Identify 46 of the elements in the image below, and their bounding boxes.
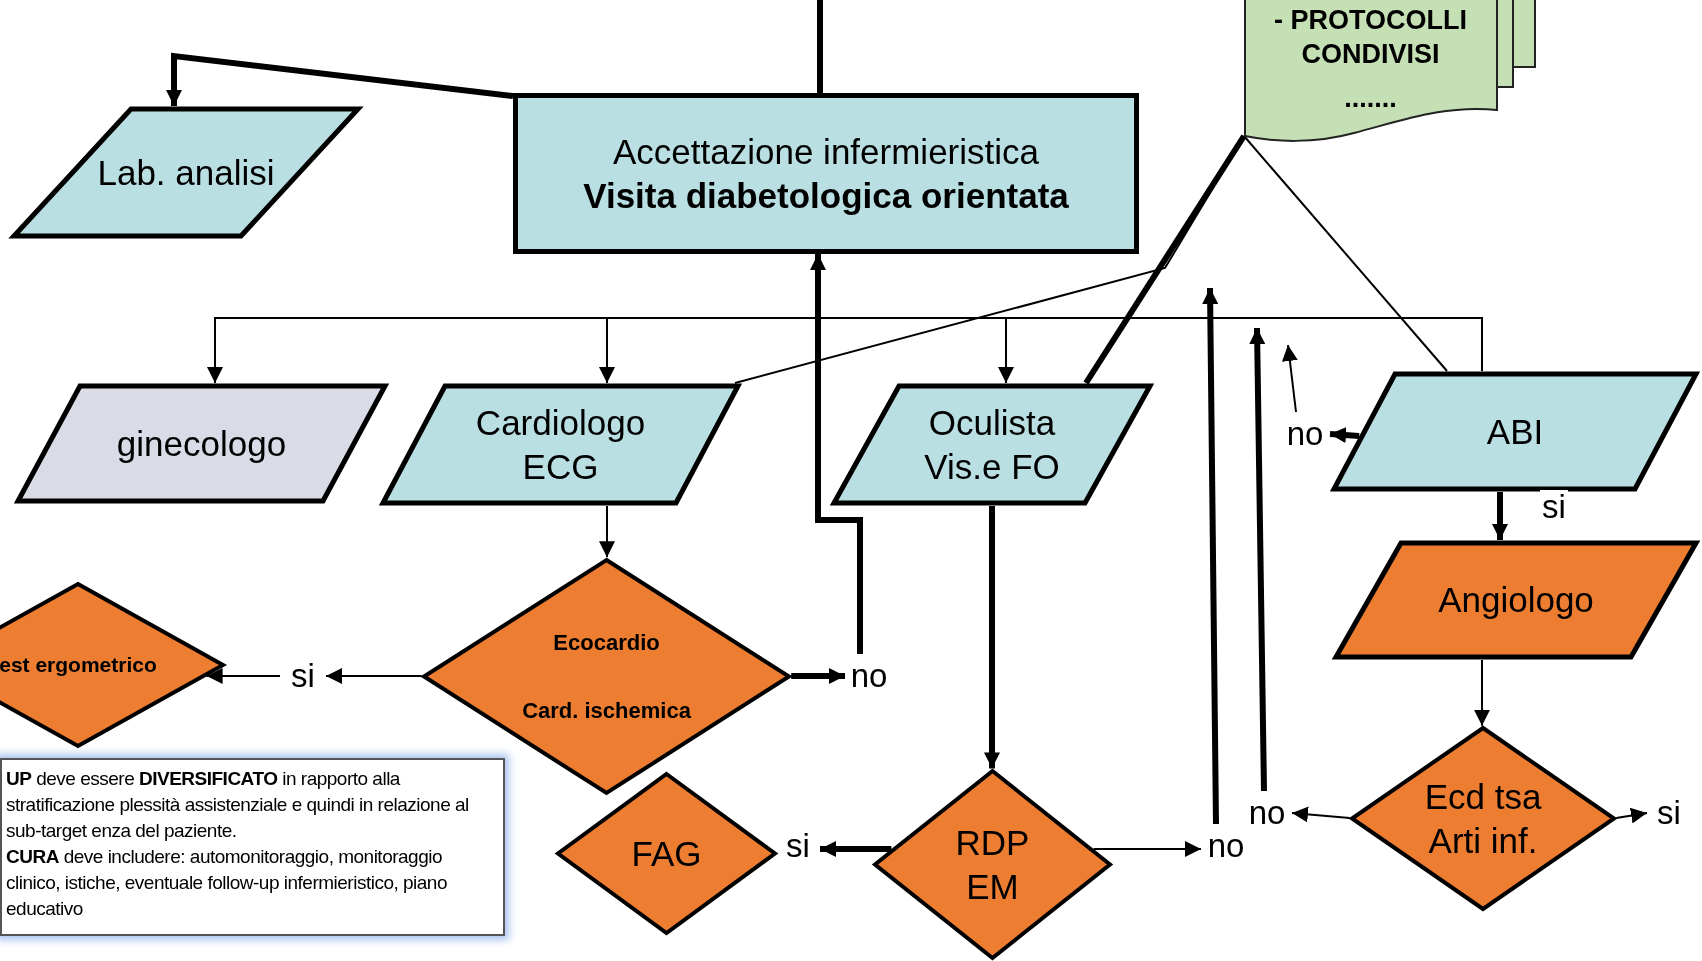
document-text: .......	[1344, 81, 1397, 115]
arrow	[1615, 807, 1648, 824]
connector-line	[1243, 135, 1448, 372]
branch-label: si	[291, 656, 315, 697]
arrow	[325, 668, 423, 684]
step-label: ginecologo	[116, 422, 287, 465]
arrow	[1291, 806, 1351, 823]
decision-label: est ergometrico	[0, 651, 157, 678]
branch-label: no	[850, 656, 888, 697]
arrow	[1281, 344, 1298, 413]
step-label: Cardiologo ECG	[474, 401, 647, 488]
branch-label: no	[1286, 414, 1324, 455]
note-text: CURA deve includere: automonitoraggio, monitoraggio clinico, istiche, eventuale follow-up infermieristico, piano educativo	[6, 845, 448, 922]
arrow	[1092, 841, 1202, 857]
branch-label: no	[1207, 826, 1245, 867]
decision-label: RDP EM	[954, 821, 1031, 908]
arrow	[820, 841, 892, 857]
decision-label: Ecocardio	[553, 629, 660, 657]
note-box	[0, 758, 505, 936]
step-label: ABI	[1486, 410, 1544, 453]
arrow	[791, 668, 845, 684]
connector-line	[1083, 134, 1247, 385]
connector-line	[817, 0, 823, 93]
arrow	[1202, 287, 1219, 825]
decision-label: Ecd tsa Arti inf.	[1423, 775, 1543, 862]
arrow	[166, 52, 514, 106]
step-label: Lab. analisi	[97, 151, 275, 194]
decision-label: Card. ischemica	[522, 696, 691, 724]
step-label: Oculista Vis.e FO	[923, 401, 1061, 488]
branch-label: si	[1657, 793, 1681, 834]
note-text: UP deve essere DIVERSIFICATO in rapporto alla stratificazione plessità assistenziale e quindi in relazione al sub-target enza del paziente.	[6, 767, 470, 844]
decision-label: FAG	[631, 832, 702, 875]
arrow	[599, 505, 615, 559]
arrow	[810, 254, 863, 654]
arrow	[1329, 427, 1360, 444]
branch-label: no	[1248, 793, 1286, 834]
step-label: Angiologo	[1438, 579, 1594, 622]
branch-label: si	[786, 826, 810, 867]
box-text: Accettazione infermieristica	[613, 130, 1039, 173]
arrow	[984, 506, 1000, 769]
arrow	[1249, 327, 1267, 792]
arrow	[1474, 659, 1490, 727]
box-text-bold: Visita diabetologica orientata	[583, 174, 1069, 217]
arrow	[1492, 492, 1508, 540]
document-text: - PROTOCOLLI CONDIVISI	[1273, 4, 1468, 71]
arrow	[205, 668, 281, 684]
